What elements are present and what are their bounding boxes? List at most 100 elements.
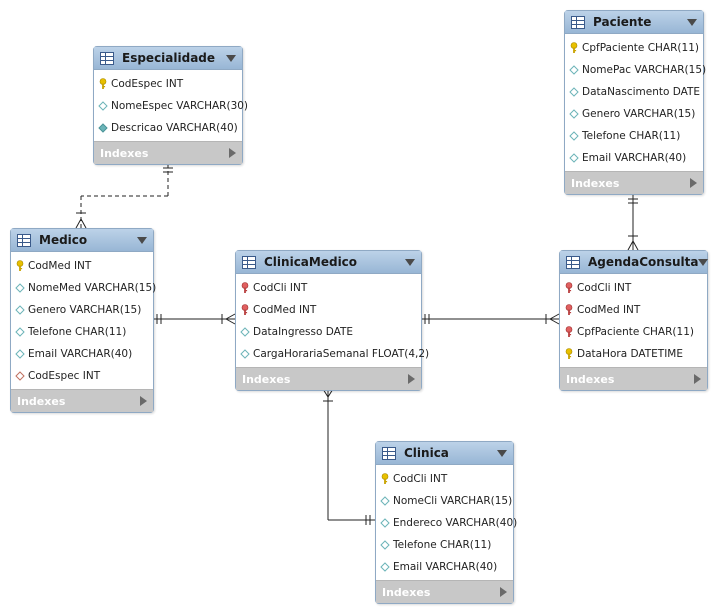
table-header[interactable]: Paciente bbox=[565, 11, 703, 34]
column-row[interactable]: DataHora DATETIME bbox=[560, 343, 707, 365]
collapse-arrow-icon[interactable] bbox=[497, 449, 507, 457]
indexes-bar[interactable]: Indexes bbox=[376, 580, 513, 603]
indexes-label: Indexes bbox=[566, 372, 615, 386]
fk-key-icon bbox=[240, 304, 253, 316]
column-diamond-icon bbox=[569, 108, 582, 120]
column-label: CodEspec INT bbox=[28, 370, 101, 382]
many-crowfoot bbox=[549, 318, 560, 325]
collapse-arrow-icon[interactable] bbox=[405, 258, 415, 266]
expand-arrow-icon[interactable] bbox=[229, 148, 236, 158]
column-list: CodMed INT NomeMed VARCHAR(15) Genero VARC… bbox=[11, 252, 156, 389]
table-header[interactable]: Especialidade bbox=[94, 47, 242, 70]
table-icon bbox=[382, 446, 396, 460]
column-label: Telefone CHAR(11) bbox=[393, 539, 492, 551]
collapse-arrow-icon[interactable] bbox=[137, 236, 147, 244]
column-diamond-icon bbox=[569, 64, 582, 76]
column-row[interactable]: CpfPaciente CHAR(11) bbox=[560, 321, 707, 343]
column-label: CargaHorariaSemanal FLOAT(4,2) bbox=[253, 348, 430, 360]
table-icon bbox=[100, 51, 114, 65]
column-label: Genero VARCHAR(15) bbox=[582, 108, 696, 120]
column-label: CodMed INT bbox=[577, 304, 641, 316]
expand-arrow-icon[interactable] bbox=[500, 587, 507, 597]
column-row[interactable]: DataIngresso DATE bbox=[236, 321, 421, 343]
table-title: AgendaConsulta bbox=[588, 255, 699, 269]
column-row[interactable]: CodMed INT bbox=[11, 255, 153, 277]
column-row[interactable]: Descricao VARCHAR(40) bbox=[94, 117, 242, 139]
many-crowfoot bbox=[225, 318, 236, 325]
column-row[interactable]: CodCli INT bbox=[560, 277, 707, 299]
column-list: CodCli INT NomeCli VARCHAR(15) Endereco VA… bbox=[376, 465, 517, 580]
indexes-label: Indexes bbox=[382, 585, 431, 599]
expand-arrow-icon[interactable] bbox=[140, 396, 147, 406]
indexes-label: Indexes bbox=[242, 372, 291, 386]
indexes-bar[interactable]: Indexes bbox=[11, 389, 153, 412]
column-row[interactable]: Email VARCHAR(40) bbox=[11, 343, 153, 365]
column-diamond-icon bbox=[380, 539, 393, 551]
column-diamond-icon bbox=[15, 326, 28, 338]
table-title: Paciente bbox=[593, 15, 652, 29]
column-row[interactable]: CodMed INT bbox=[560, 299, 707, 321]
table-title: Clinica bbox=[404, 446, 449, 460]
indexes-bar[interactable]: Indexes bbox=[94, 141, 242, 164]
table-header[interactable]: Medico bbox=[11, 229, 153, 252]
column-row[interactable]: NomePac VARCHAR(15) bbox=[565, 59, 706, 81]
collapse-arrow-icon[interactable] bbox=[687, 18, 697, 26]
pk-key-icon bbox=[15, 260, 28, 272]
column-row[interactable]: CodCli INT bbox=[376, 468, 513, 490]
column-row[interactable]: CodEspec INT bbox=[11, 365, 153, 387]
column-label: Descricao VARCHAR(40) bbox=[111, 122, 238, 134]
column-label: Email VARCHAR(40) bbox=[393, 561, 498, 573]
table-icon bbox=[566, 255, 580, 269]
indexes-bar[interactable]: Indexes bbox=[565, 171, 703, 194]
column-label: CodMed INT bbox=[28, 260, 92, 272]
column-diamond-icon bbox=[15, 348, 28, 360]
column-label: Genero VARCHAR(15) bbox=[28, 304, 142, 316]
column-row[interactable]: Email VARCHAR(40) bbox=[565, 147, 703, 169]
column-label: DataIngresso DATE bbox=[253, 326, 354, 338]
expand-arrow-icon[interactable] bbox=[408, 374, 415, 384]
table-header[interactable]: Clinica bbox=[376, 442, 513, 465]
expand-arrow-icon[interactable] bbox=[694, 374, 701, 384]
column-row[interactable]: NomeEspec VARCHAR(30) bbox=[94, 95, 248, 117]
collapse-arrow-icon[interactable] bbox=[226, 54, 236, 62]
column-label: CodCli INT bbox=[253, 282, 308, 294]
column-diamond-icon bbox=[240, 348, 253, 360]
collapse-arrow-icon[interactable] bbox=[698, 258, 709, 266]
column-label: NomeCli VARCHAR(15) bbox=[393, 495, 513, 507]
column-label: Email VARCHAR(40) bbox=[582, 152, 687, 164]
column-row[interactable]: DataNascimento DATE bbox=[565, 81, 703, 103]
expand-arrow-icon[interactable] bbox=[690, 178, 697, 188]
column-row[interactable]: CodMed INT bbox=[236, 299, 421, 321]
column-label: CpfPaciente CHAR(11) bbox=[582, 42, 699, 54]
column-row[interactable]: Telefone CHAR(11) bbox=[565, 125, 703, 147]
column-row[interactable]: Genero VARCHAR(15) bbox=[11, 299, 153, 321]
pk-key-icon bbox=[380, 473, 393, 485]
column-row[interactable]: CodCli INT bbox=[236, 277, 421, 299]
column-list: CodCli INT CodMed INT CpfPaciente CHAR(11)… bbox=[560, 274, 707, 367]
table-header[interactable]: AgendaConsulta bbox=[560, 251, 709, 274]
table-icon bbox=[17, 233, 31, 247]
column-row[interactable]: Telefone CHAR(11) bbox=[11, 321, 153, 343]
column-row[interactable]: CargaHorariaSemanal FLOAT(4,2) bbox=[236, 343, 429, 365]
column-row[interactable]: Endereco VARCHAR(40) bbox=[376, 512, 517, 534]
column-row[interactable]: CodEspec INT bbox=[94, 73, 242, 95]
column-row[interactable]: Email VARCHAR(40) bbox=[376, 556, 513, 578]
table-header[interactable]: ClinicaMedico bbox=[236, 251, 421, 274]
column-row[interactable]: NomeCli VARCHAR(15) bbox=[376, 490, 513, 512]
column-label: CodEspec INT bbox=[111, 78, 184, 90]
column-row[interactable]: Genero VARCHAR(15) bbox=[565, 103, 703, 125]
column-row[interactable]: NomeMed VARCHAR(15) bbox=[11, 277, 156, 299]
indexes-bar[interactable]: Indexes bbox=[236, 367, 421, 390]
many-crowfoot bbox=[549, 313, 560, 320]
column-row[interactable]: CpfPaciente CHAR(11) bbox=[565, 37, 703, 59]
column-row[interactable]: Telefone CHAR(11) bbox=[376, 534, 513, 556]
indexes-bar[interactable]: Indexes bbox=[560, 367, 707, 390]
indexes-label: Indexes bbox=[100, 146, 149, 160]
